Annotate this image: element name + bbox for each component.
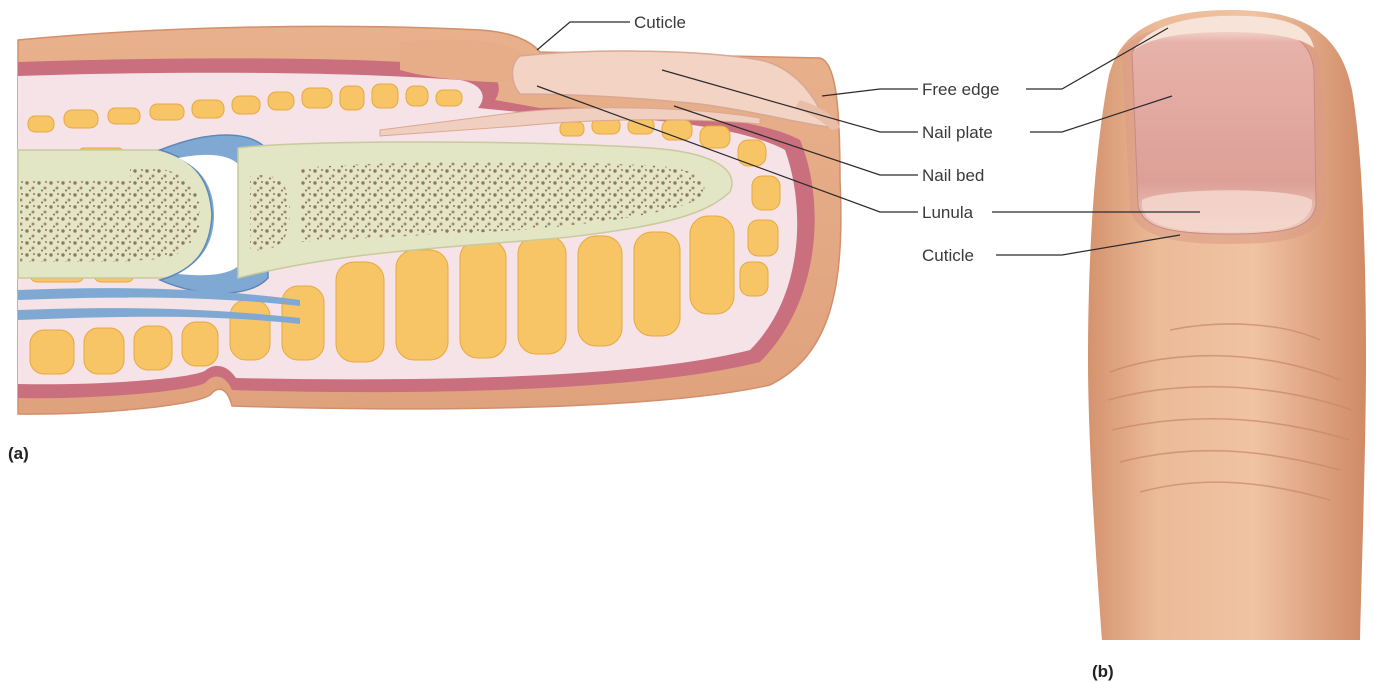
label-free-edge: Free edge	[922, 80, 1000, 99]
panel-label-a: (a)	[8, 444, 29, 463]
label-cuticle-a: Cuticle	[634, 13, 686, 32]
label-lunula: Lunula	[922, 203, 974, 222]
panel-label-b: (b)	[1092, 662, 1114, 681]
label-cuticle-b: Cuticle	[922, 246, 974, 265]
label-nail-plate: Nail plate	[922, 123, 993, 142]
middle-phalanx	[18, 150, 212, 278]
finger-section-illustration	[18, 26, 841, 414]
label-nail-bed: Nail bed	[922, 166, 984, 185]
finger-illustration	[1088, 10, 1366, 640]
lunula-shape	[1142, 190, 1312, 232]
